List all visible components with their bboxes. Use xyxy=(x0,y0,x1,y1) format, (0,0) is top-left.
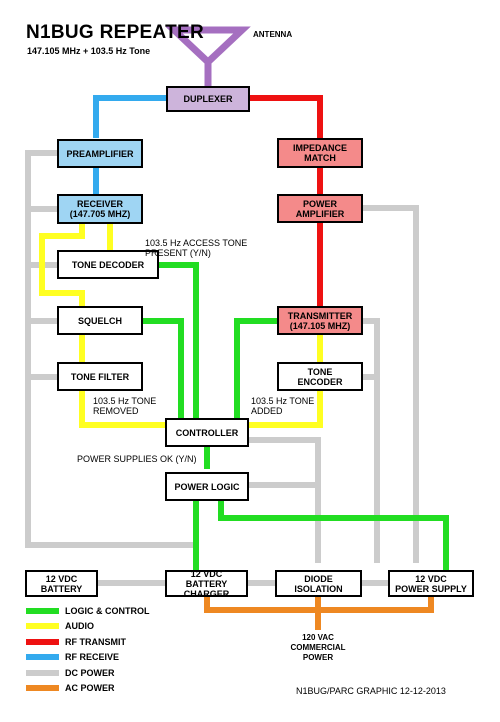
impedance-match-block: IMPEDANCE MATCH xyxy=(277,138,363,168)
dc-wire-power-amp xyxy=(363,205,419,563)
audio-wire-receiver-squelch xyxy=(39,223,85,306)
ac-power-wires xyxy=(204,595,434,630)
page-subtitle: 147.105 MHz + 103.5 Hz Tone xyxy=(27,46,151,56)
legend-swatch-rf-receive xyxy=(26,654,59,661)
legend-swatch-logic-control xyxy=(26,607,59,614)
legend-label: RF RECEIVE xyxy=(65,652,120,663)
controller-block: CONTROLLER xyxy=(165,418,249,447)
legend-item-logic-control: LOGIC & CONTROL xyxy=(26,603,150,619)
legend-item-rf-receive: RF RECEIVE xyxy=(26,650,150,666)
battery-charger-block: 12 VDC BATTERY CHARGER xyxy=(165,569,248,599)
audio-wire-filter-controller xyxy=(79,390,165,428)
dc-wire-transmitter xyxy=(363,318,380,563)
legend-label: AC POWER xyxy=(65,683,115,694)
diode-isolation-block: DIODE ISOLATION xyxy=(275,570,362,597)
logic-wire-power-supply xyxy=(218,501,449,571)
legend-item-audio: AUDIO xyxy=(26,619,150,635)
page-title: N1BUG REPEATER xyxy=(26,22,205,43)
power-logic-block: POWER LOGIC xyxy=(165,472,249,501)
tone-encoder-block: TONE ENCODER xyxy=(277,362,363,391)
tone-filter-block: TONE FILTER xyxy=(57,362,143,391)
rf-tx-wire-duplexer-match xyxy=(250,95,323,138)
rf-receive-wires xyxy=(93,95,166,194)
power-supplies-ok-annotation: POWER SUPPLIES OK (Y/N) xyxy=(77,454,197,464)
tone-added-annotation: 103.5 Hz TONE ADDED xyxy=(251,396,315,416)
preamplifier-block: PREAMPLIFIER xyxy=(57,139,143,168)
antenna-icon xyxy=(165,26,251,86)
legend-item-rf-transmit: RF TRANSMIT xyxy=(26,634,150,650)
squelch-block: SQUELCH xyxy=(57,306,143,335)
access-tone-annotation: 103.5 Hz ACCESS TONE PRESENT (Y/N) xyxy=(145,238,248,258)
legend: LOGIC & CONTROL AUDIO RF TRANSMIT RF REC… xyxy=(26,603,150,696)
rf-transmit-wires xyxy=(250,95,323,306)
legend-label: LOGIC & CONTROL xyxy=(65,605,150,616)
legend-item-dc-power: DC POWER xyxy=(26,665,150,681)
power-amplifier-block: POWER AMPLIFIER xyxy=(277,194,363,223)
power-supply-block: 12 VDC POWER SUPPLY xyxy=(388,570,474,597)
graphic-credit: N1BUG/PARC GRAPHIC 12-12-2013 xyxy=(296,686,446,696)
legend-swatch-ac-power xyxy=(26,685,59,692)
receiver-block: RECEIVER (147.705 MHZ) xyxy=(57,194,143,224)
logic-wire-transmitter xyxy=(234,318,277,420)
dc-wire-controller xyxy=(248,437,321,563)
logic-control-wires xyxy=(143,262,449,571)
tone-decoder-block: TONE DECODER xyxy=(57,250,159,279)
commercial-power-annotation: 120 VAC COMMERCIAL POWER xyxy=(290,633,346,662)
duplexer-block: DUPLEXER xyxy=(166,86,250,112)
rf-rx-wire-duplexer-preamp xyxy=(93,95,166,138)
battery-block: 12 VDC BATTERY xyxy=(25,570,98,597)
logic-wire-squelch xyxy=(143,318,184,420)
logic-wire-tone-decoder xyxy=(159,262,199,420)
legend-item-ac-power: AC POWER xyxy=(26,681,150,697)
dc-power-wires xyxy=(25,150,419,586)
transmitter-block: TRANSMITTER (147.105 MHZ) xyxy=(277,306,363,335)
legend-label: RF TRANSMIT xyxy=(65,636,126,647)
legend-swatch-rf-transmit xyxy=(26,638,59,645)
antenna-label: ANTENNA xyxy=(253,30,293,39)
legend-label: AUDIO xyxy=(65,621,94,632)
dc-wire-preamp xyxy=(25,150,193,548)
audio-wire-controller-encoder xyxy=(248,390,323,428)
tone-removed-annotation: 103.5 Hz TONE REMOVED xyxy=(93,396,157,416)
legend-label: DC POWER xyxy=(65,667,115,678)
legend-swatch-dc-power xyxy=(26,669,59,676)
legend-swatch-audio xyxy=(26,623,59,630)
audio-wires xyxy=(39,223,323,428)
